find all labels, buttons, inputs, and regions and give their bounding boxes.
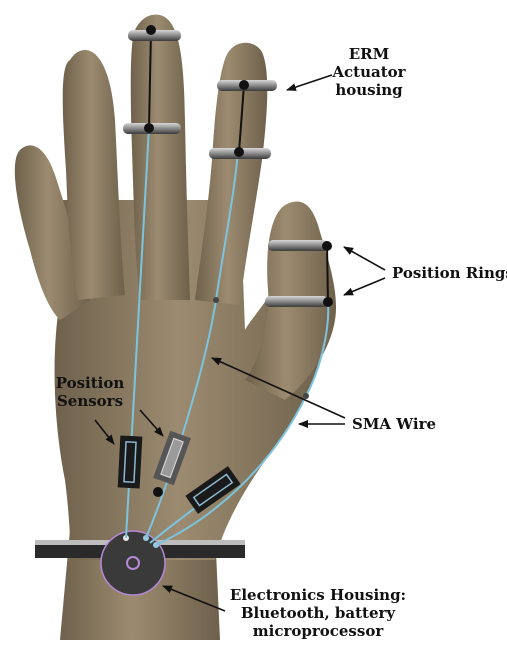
- label-sensors-line2: Sensors: [40, 392, 140, 410]
- label-erm-line3: housing: [330, 81, 408, 99]
- label-sensors-line1: Position: [40, 374, 140, 392]
- ring-icon: [268, 240, 328, 251]
- arrow-icon: [344, 247, 385, 270]
- arrow-icon: [287, 75, 332, 90]
- label-erm-line2: Actuator: [330, 63, 408, 81]
- label-position-sensors: Position Sensors: [40, 374, 140, 410]
- label-electronics-line2: Bluetooth, battery: [228, 604, 408, 622]
- label-electronics-housing: Electronics Housing: Bluetooth, battery …: [228, 586, 408, 640]
- label-erm-line1: ERM: [330, 45, 408, 63]
- sensor-icon: [118, 435, 143, 488]
- ring-icon: [265, 296, 328, 307]
- finger-middle: [131, 15, 190, 300]
- label-electronics-line3: microprocessor: [228, 622, 408, 640]
- label-electronics-line1: Electronics Housing:: [228, 586, 408, 604]
- label-position-rings: Position Rings: [392, 264, 507, 282]
- arrow-icon: [344, 278, 385, 295]
- label-sma-wire: SMA Wire: [352, 415, 436, 433]
- label-erm-actuator: ERM Actuator housing: [330, 45, 408, 99]
- housing-icon: [101, 531, 165, 595]
